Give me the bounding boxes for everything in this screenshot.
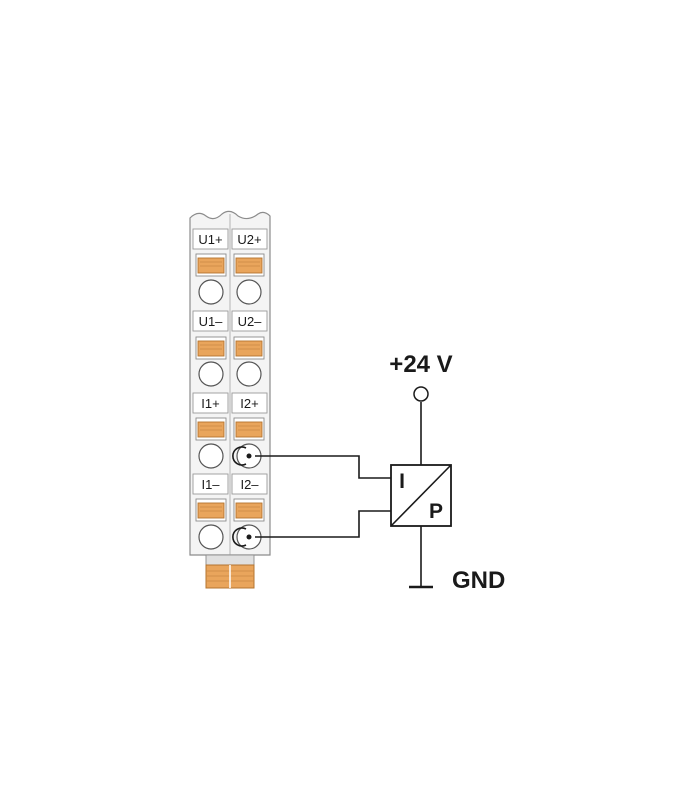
label-cell-u2-plus [231,228,268,250]
supply-terminal-icon [413,386,429,402]
push-lever-i1-plus[interactable] [197,421,225,438]
push-lever-u2-plus[interactable] [235,257,263,274]
label-cell-u1-minus [192,310,229,332]
terminal-group-u-plus: U1+ U2+ [192,228,268,305]
label-cell-i1-minus [192,473,229,495]
wire-i2-minus-to-converter [255,510,391,538]
label-cell-i1-plus [192,392,229,414]
supply-positive-label: +24 V [389,351,452,378]
terminal-group-i-minus: I1– I2– [192,473,268,550]
push-lever-u2-minus[interactable] [235,340,263,357]
terminal-label-u2-minus: U2– [238,314,263,329]
push-lever-i2-plus[interactable] [235,421,263,438]
wire-i2-plus-to-converter [255,455,391,479]
terminal-label-i2-minus: I2– [240,477,259,492]
terminal-group-u-minus: U1– U2– [192,310,268,387]
wire-entry-u2-plus[interactable] [236,279,262,305]
wire-entry-i1-plus[interactable] [198,443,224,469]
bottom-connector-base [205,554,255,566]
push-lever-i2-minus[interactable] [235,502,263,519]
bottom-connector [205,554,255,589]
converter-diagonal [390,464,452,527]
terminal-label-i2-plus: I2+ [240,396,258,411]
current-to-pressure-converter: I P [390,464,452,527]
wire-entry-u1-plus[interactable] [198,279,224,305]
wiring [255,402,422,586]
terminal-label-u1-plus: U1+ [198,232,222,247]
terminal-label-i1-minus: I1– [201,477,220,492]
label-cell-u1-plus [192,228,229,250]
label-cell-i2-minus [231,473,268,495]
push-lever-u1-minus[interactable] [197,340,225,357]
conductor-end-i2-minus [232,527,247,547]
terminal-group-i-plus: I1+ I2+ [192,392,268,469]
conductor-dot-i2-plus [246,453,252,459]
wire-entry-u2-minus[interactable] [236,361,262,387]
supply-ground-label: GND [452,567,505,594]
conductor-end-i2-plus [232,446,247,466]
wire-entry-i1-minus[interactable] [198,524,224,550]
label-cell-u2-minus [231,310,268,332]
converter-input-label: I [399,470,405,493]
label-cell-i2-plus [231,392,268,414]
terminal-label-i1-plus: I1+ [201,396,219,411]
wire-entry-u1-minus[interactable] [198,361,224,387]
conductor-dot-i2-minus [246,534,252,540]
terminal-label-u2-plus: U2+ [237,232,261,247]
converter-output-label: P [429,500,443,523]
terminal-block: U1+ U2+ U1– U2– [189,210,271,589]
push-lever-i1-minus[interactable] [197,502,225,519]
terminal-label-u1-minus: U1– [199,314,224,329]
supply-symbols: +24 V GND [389,351,505,594]
push-lever-u1-plus[interactable] [197,257,225,274]
